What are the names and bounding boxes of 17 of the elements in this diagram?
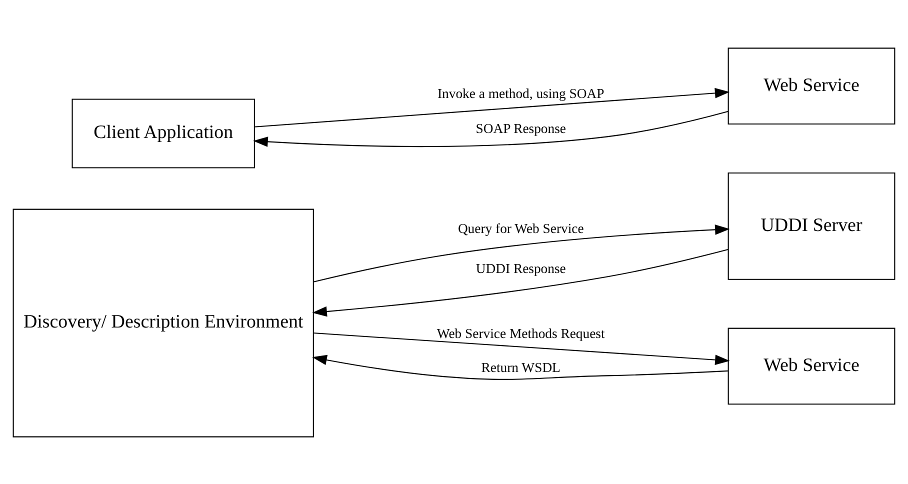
node-box: Web Service [728,327,896,404]
arrow [313,332,730,365]
node-box: Web Service [728,47,896,124]
edge-label: Query for Web Service [458,220,584,236]
edge-label: SOAP Response [476,120,566,136]
edge-label: Invoke a method, using SOAP [438,86,604,101]
node-box: Discovery/ Description Environment [12,208,314,437]
edge-label: Web Service Methods Request [436,326,605,341]
arrow [313,224,730,282]
arrow [253,110,728,147]
node-box: Client Application [72,98,255,168]
arrow [312,248,728,316]
edge-label: Return WSDL [481,359,560,374]
edge-label: UDDI Response [476,260,566,276]
arrow [312,354,728,380]
arrow [254,87,730,127]
node-box: UDDI Server [728,172,896,280]
